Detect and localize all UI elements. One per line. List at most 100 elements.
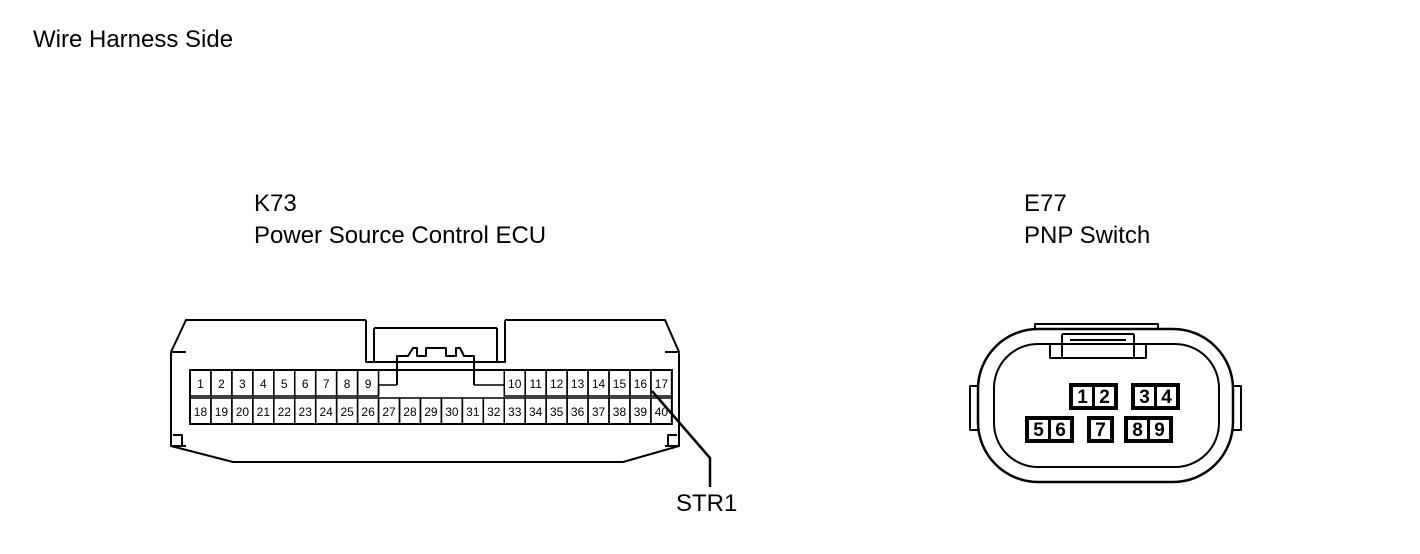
pin-cell-35: 35 — [545, 397, 568, 425]
pin-label: 14 — [592, 377, 606, 391]
pin-label: 25 — [340, 405, 354, 419]
pin-cell-26: 26 — [356, 397, 380, 425]
pin-cell-20: 20 — [231, 397, 254, 425]
pin-cell-14: 14 — [587, 369, 610, 397]
pin-label: 9 — [365, 377, 372, 391]
pin-cell-37: 37 — [587, 397, 610, 425]
pin-label: 29 — [424, 405, 438, 419]
pin-cell-28: 28 — [398, 397, 422, 425]
pin-label: 3 — [1139, 387, 1150, 408]
connector-code-e77: E77 — [1024, 190, 1067, 217]
pin-label: 15 — [613, 377, 627, 391]
pin-label: 5 — [281, 377, 288, 391]
pin-cell-9: 9 — [356, 369, 380, 397]
pin-label: 32 — [487, 405, 501, 419]
pin-cell-32: 32 — [482, 397, 505, 425]
pin-cell-21: 21 — [252, 397, 275, 425]
pin-label: 13 — [571, 377, 585, 391]
pin-cell-5: 5 — [273, 369, 296, 397]
connector-e77-body — [969, 323, 1242, 484]
pin-label: 35 — [550, 405, 564, 419]
pin-cell-27: 27 — [377, 397, 401, 425]
pin-cell-29: 29 — [419, 397, 443, 425]
pin-cell-23: 23 — [294, 397, 317, 425]
pin-gap-outline — [377, 384, 505, 396]
pin-cell-36: 36 — [566, 397, 589, 425]
pin-grid-frame — [189, 369, 673, 425]
pin-cell-2: 2 — [210, 369, 233, 397]
pin-label: 4 — [1161, 387, 1172, 408]
pin-label: 6 — [302, 377, 309, 391]
pin-cell-3: 3 — [231, 369, 254, 397]
pin-label: 4 — [260, 377, 267, 391]
pin-cell-4: 4 — [252, 369, 275, 397]
pin-label: 18 — [194, 405, 208, 419]
pin-cell-24: 24 — [314, 397, 338, 425]
pin-label: 12 — [550, 377, 564, 391]
pin-label: 19 — [215, 405, 229, 419]
pin-label: 23 — [299, 405, 313, 419]
pin-cell-12: 12 — [545, 369, 568, 397]
pin-label: 34 — [529, 405, 543, 419]
pin-cell-33: 33 — [503, 397, 526, 425]
pin-label: 2 — [218, 377, 225, 391]
pin-label: 8 — [344, 377, 351, 391]
pin-cell-34: 34 — [524, 397, 547, 425]
pin-cell-22: 22 — [273, 397, 296, 425]
pin-cell-38: 38 — [608, 397, 631, 425]
pin-cell-11: 11 — [524, 369, 547, 397]
pin-label: 7 — [323, 377, 330, 391]
connector-name-k73: Power Source Control ECU — [254, 222, 547, 249]
pin-cell-15: 15 — [608, 369, 631, 397]
pin-label: 2 — [1099, 387, 1110, 408]
pin-label: 1 — [1077, 387, 1088, 408]
pin-group-7: 7 — [1087, 416, 1114, 443]
pin-label: 5 — [1033, 420, 1044, 441]
connector-code-k73: K73 — [254, 190, 297, 217]
pin-cell-13: 13 — [566, 369, 589, 397]
pin-cell-31: 31 — [461, 397, 485, 425]
pin-label: 31 — [466, 405, 480, 419]
pin-label: 37 — [592, 405, 606, 419]
pin-cell-8: 8 — [335, 369, 359, 397]
pin-label: 28 — [403, 405, 417, 419]
pin-label: 1 — [197, 377, 204, 391]
pin-cell-39: 39 — [629, 397, 652, 425]
pin-label: 33 — [508, 405, 522, 419]
pin-cell-19: 19 — [210, 397, 233, 425]
pin-label: 8 — [1132, 420, 1143, 441]
pin-cell-10: 10 — [503, 369, 526, 397]
pin-label: 24 — [319, 405, 333, 419]
connector-k73-body — [170, 319, 712, 487]
pin-cell-7: 7 — [314, 369, 338, 397]
pin-label: 30 — [445, 405, 459, 419]
pin-label: 7 — [1095, 420, 1106, 441]
page-title: Wire Harness Side — [33, 26, 234, 53]
pin-label: 11 — [529, 377, 542, 391]
pin-label: 38 — [613, 405, 627, 419]
pin-cell-30: 30 — [440, 397, 464, 425]
pin-cell-25: 25 — [335, 397, 359, 425]
pin-cell-16: 16 — [629, 369, 652, 397]
pin-label: 22 — [278, 405, 292, 419]
pin-label: 10 — [508, 377, 522, 391]
pin-label: 27 — [382, 405, 396, 419]
connector-name-e77: PNP Switch — [1024, 222, 1151, 249]
pin-label: 17 — [655, 377, 669, 391]
pin-label: 3 — [239, 377, 246, 391]
pin-label: 6 — [1055, 420, 1066, 441]
pin-label: 39 — [634, 405, 648, 419]
pin-label: 21 — [257, 405, 271, 419]
pin-cell-6: 6 — [294, 369, 317, 397]
pin-label: 36 — [571, 405, 585, 419]
pin-cell-18: 18 — [189, 397, 212, 425]
pin-label: 20 — [236, 405, 250, 419]
callout-label-str1: STR1 — [676, 490, 738, 517]
